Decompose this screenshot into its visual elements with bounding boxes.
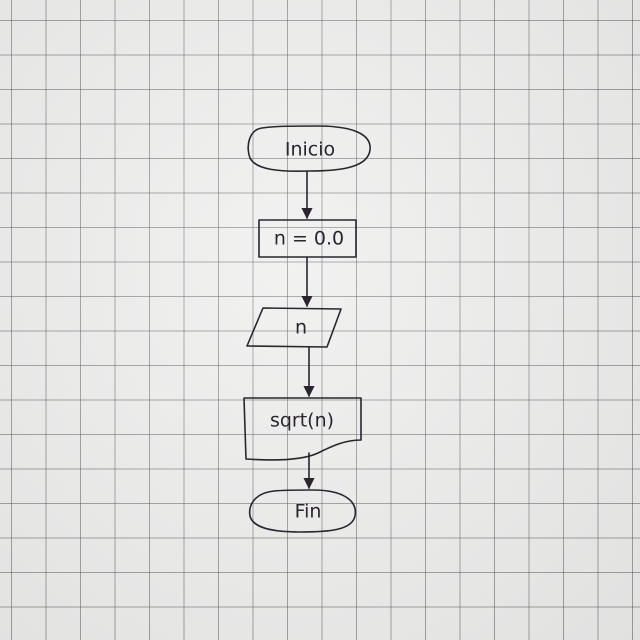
- input-parallelogram-label: n: [295, 317, 307, 339]
- start-terminal: Inicio: [247, 125, 371, 173]
- input-parallelogram-shape: [246, 307, 342, 348]
- start-terminal-label: Inicio: [285, 139, 335, 161]
- end-terminal: Fin: [248, 489, 357, 533]
- start-terminal-shape: [247, 125, 371, 173]
- input-parallelogram: n: [246, 307, 342, 348]
- end-terminal-shape: [248, 489, 357, 533]
- assign-process-box: n = 0.0: [258, 219, 357, 258]
- output-document-shape: [243, 397, 362, 461]
- output-document: sqrt(n): [243, 397, 362, 461]
- assign-process-label: n = 0.0: [274, 228, 344, 250]
- output-document-label: sqrt(n): [270, 410, 334, 432]
- end-terminal-label: Fin: [295, 501, 322, 523]
